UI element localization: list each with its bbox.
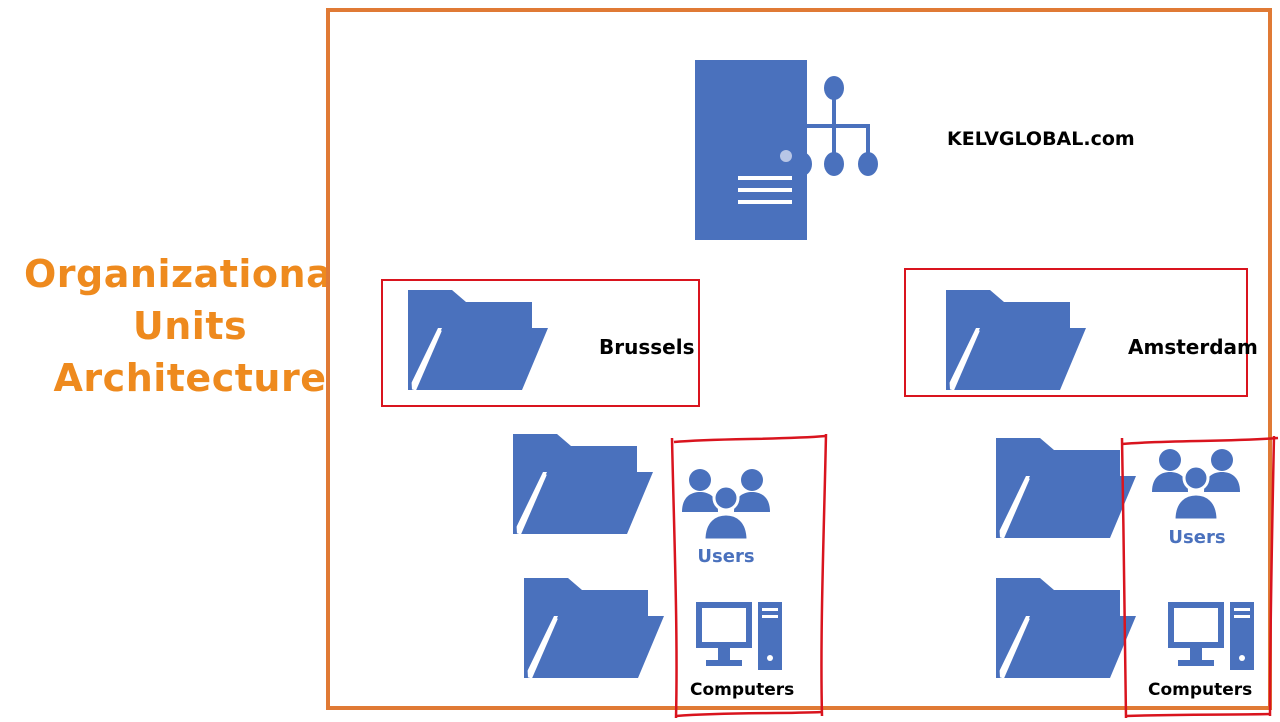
title-line-3: Architecture [53, 356, 326, 400]
highlight-box-brussels [670, 433, 828, 719]
users-label: Users [697, 546, 755, 567]
computers-label: Computers [1148, 680, 1253, 700]
folder-icon [996, 438, 1136, 539]
folder-icon [946, 290, 1086, 391]
folder-icon [408, 290, 548, 391]
computers-label: Computers [690, 680, 795, 700]
ou-box-amsterdam [904, 268, 1248, 397]
diagram-frame [326, 8, 1272, 710]
folder-icon [524, 578, 664, 679]
folder-icon [996, 578, 1136, 679]
title: Organizational Units Architecture [0, 0, 326, 720]
ou-name-brussels: Brussels [599, 335, 695, 359]
users-group-icon [682, 469, 770, 542]
folder-icon [513, 434, 653, 535]
title-line-1: Organizational [24, 252, 326, 296]
users-group-icon [1152, 449, 1240, 522]
users-label: Users [1168, 527, 1226, 548]
ou-name-amsterdam: Amsterdam [1128, 335, 1258, 359]
domain-label: KELVGLOBAL.com [947, 128, 1135, 150]
title-line-2: Units [132, 304, 248, 348]
server-directory-icon [695, 60, 878, 240]
computer-icon [696, 602, 782, 670]
highlight-box-amsterdam [1120, 435, 1279, 719]
ou-box-brussels [381, 279, 700, 407]
computer-icon [1168, 602, 1254, 670]
